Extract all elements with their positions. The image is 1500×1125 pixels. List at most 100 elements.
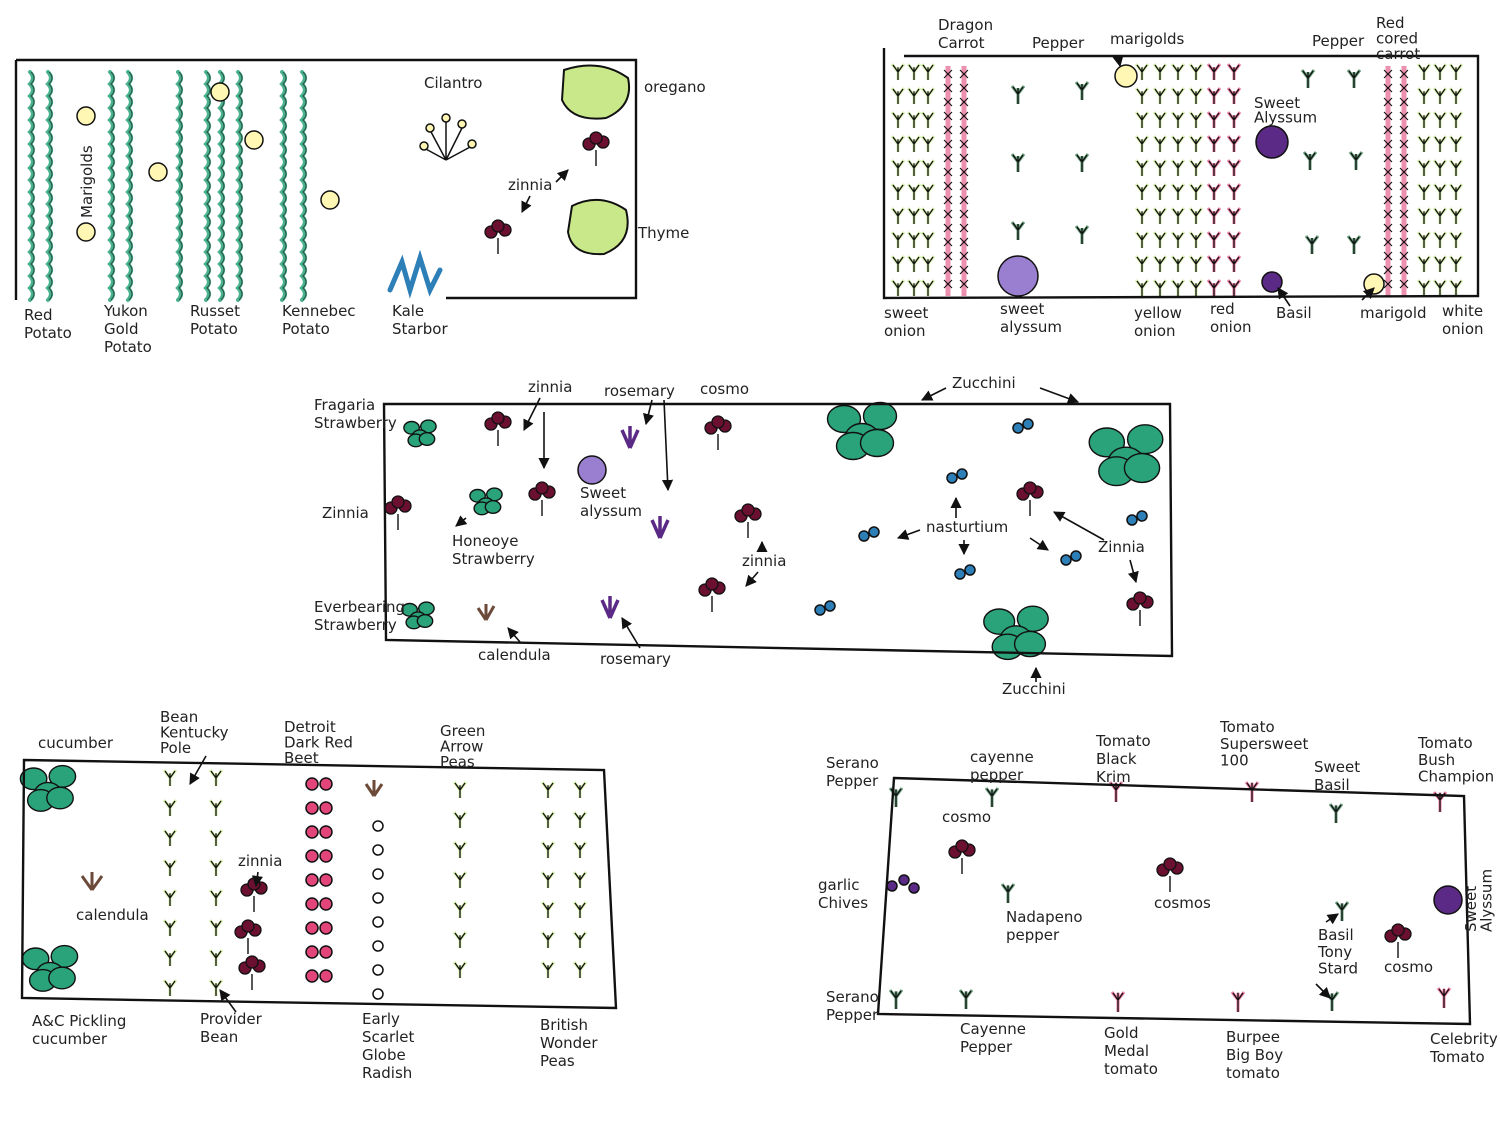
label-cucumber: cucumber xyxy=(38,734,114,752)
onion-sprout xyxy=(1229,233,1239,248)
onion-sprout xyxy=(1137,257,1147,272)
onion-sprout xyxy=(1229,113,1239,128)
pepper-plant xyxy=(1331,805,1341,823)
label-zinnia: zinnia xyxy=(508,176,552,194)
onion-sprout xyxy=(1155,113,1165,128)
onion-sprout xyxy=(1451,113,1461,128)
bean-sprout xyxy=(211,921,221,936)
sweet-alyssum-plant xyxy=(998,256,1038,296)
marigold-flower xyxy=(1115,65,1137,87)
label-provider-bean: ProviderBean xyxy=(200,1010,263,1046)
onion-sprout xyxy=(1191,65,1201,80)
label-thyme: Thyme xyxy=(637,224,689,242)
onion-sprout xyxy=(893,281,903,296)
pepper-plant xyxy=(1013,223,1023,240)
pea-sprout xyxy=(575,933,585,948)
zinnia-flower xyxy=(1134,592,1146,604)
onion-sprout xyxy=(1191,89,1201,104)
onion-sprout xyxy=(1173,137,1183,152)
onion-sprout xyxy=(893,209,903,224)
pea-sprout xyxy=(455,873,465,888)
label-zinnia-center: zinnia xyxy=(742,552,786,570)
garlic-chives-flower xyxy=(899,875,909,885)
label-zucchini-top: Zucchini xyxy=(952,374,1016,392)
nasturtium-flower xyxy=(957,469,967,479)
pepper-plant xyxy=(1337,903,1347,921)
bean-sprout xyxy=(165,921,175,936)
onion-sprout xyxy=(909,161,919,176)
pea-sprout xyxy=(575,903,585,918)
strawberry-plant xyxy=(419,433,434,446)
onion-sprout xyxy=(1137,137,1147,152)
label-zinnia-right: Zinnia xyxy=(1098,538,1145,556)
onion-sprout xyxy=(1419,257,1429,272)
label-sweet-alyssum-top: SweetAlyssum xyxy=(1254,94,1317,126)
bean-sprout xyxy=(211,981,221,996)
onion-sprout xyxy=(1451,233,1461,248)
onion-sprout xyxy=(1435,185,1445,200)
onion-sprout xyxy=(909,137,919,152)
onion-sprout xyxy=(1173,209,1183,224)
pea-sprout xyxy=(455,963,465,978)
marigold-flower xyxy=(321,191,339,209)
label-serano-pepper-top: SeranoPepper xyxy=(826,754,879,790)
label-garlic-chives: garlicChives xyxy=(818,876,868,912)
onion-sprout xyxy=(909,209,919,224)
onion-sprout xyxy=(923,233,933,248)
label-british-wonder-peas: BritishWonderPeas xyxy=(540,1016,598,1070)
beet-plant xyxy=(306,802,318,814)
onion-sprout xyxy=(909,65,919,80)
pea-sprout xyxy=(575,843,585,858)
onion-sprout xyxy=(923,161,933,176)
onion-sprout xyxy=(1155,161,1165,176)
onion-sprout xyxy=(923,281,933,296)
pepper-plant xyxy=(1013,155,1023,172)
onion-sprout xyxy=(1451,89,1461,104)
pepper-plant xyxy=(1077,155,1087,172)
bean-sprout xyxy=(165,771,175,786)
onion-sprout xyxy=(909,113,919,128)
onion-sprout xyxy=(1451,65,1461,80)
nasturtium-flower xyxy=(1023,419,1033,429)
label-white-onion: whiteonion xyxy=(1442,302,1484,338)
onion-sprout xyxy=(1435,281,1445,296)
strawberry-plant xyxy=(417,615,432,628)
onion-sprout xyxy=(1209,161,1219,176)
pepper-plant xyxy=(987,789,997,807)
label-cayenne-pepper-bottom: CayennePepper xyxy=(960,1020,1026,1056)
beet-plant xyxy=(306,922,318,934)
onion-sprout xyxy=(1229,161,1239,176)
beet-plant xyxy=(306,898,318,910)
label-cosmos-center: cosmos xyxy=(1154,894,1211,912)
radish-plant xyxy=(373,917,383,927)
zinnia-flower xyxy=(706,578,718,590)
label-marigolds-top: marigolds xyxy=(1110,30,1185,48)
onion-sprout xyxy=(1229,185,1239,200)
tomato-plant xyxy=(1233,993,1243,1012)
beet-plant xyxy=(320,826,332,838)
beet-plant xyxy=(306,826,318,838)
onion-sprout xyxy=(1191,185,1201,200)
onion-sprout xyxy=(893,161,903,176)
cosmos-flower xyxy=(956,840,968,852)
calendula-plant xyxy=(478,604,494,620)
onion-sprout xyxy=(1209,209,1219,224)
onion-sprout xyxy=(1209,113,1219,128)
garlic-chives-flower xyxy=(887,881,897,891)
onion-sprout xyxy=(1435,65,1445,80)
tomato-plant xyxy=(1247,783,1257,802)
label-gold-medal-tomato: GoldMedaltomato xyxy=(1104,1024,1158,1078)
onion-sprout xyxy=(1191,233,1201,248)
label-zinnia: zinnia xyxy=(238,852,282,870)
marigold-flower xyxy=(77,223,95,241)
onion-sprout xyxy=(1155,185,1165,200)
radish-plant xyxy=(373,941,383,951)
onion-sprout xyxy=(1155,89,1165,104)
strawberry-plant xyxy=(485,501,500,514)
onion-sprout xyxy=(1155,65,1165,80)
